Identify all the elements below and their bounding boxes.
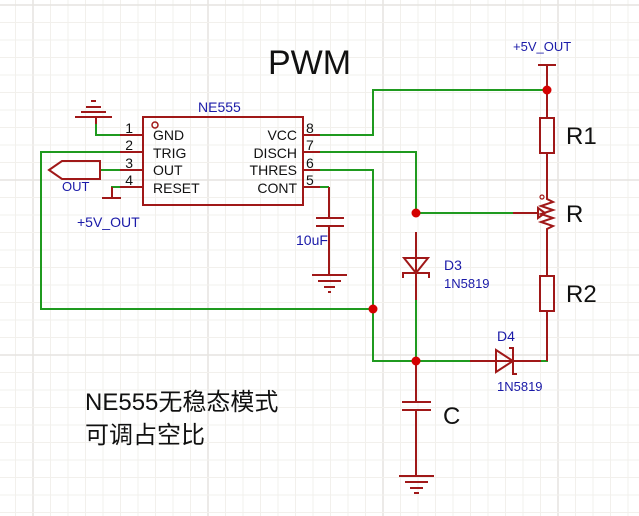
note-line-1: NE555无稳态模式 (85, 389, 278, 416)
pin-label-disch: DISCH (253, 145, 297, 161)
pin-label-thres: THRES (250, 162, 297, 178)
vcc-power-label: +5V_OUT (513, 39, 571, 54)
wire-trig-loop[interactable] (40, 151, 373, 310)
pin-label-cont: CONT (257, 180, 297, 196)
ground-symbol-cont[interactable] (312, 274, 347, 293)
ne555-ic[interactable]: NE555 1 2 3 4 GND TRIG OUT RESET 8 7 6 5… (120, 99, 320, 206)
pin-label-trig: TRIG (153, 145, 186, 161)
pin-num-5: 5 (306, 172, 314, 188)
junction-cap (411, 356, 421, 366)
diode-d4-ref: D4 (497, 328, 515, 344)
pin-num-3: 3 (125, 155, 133, 171)
pin-label-gnd: GND (153, 127, 184, 143)
junction-vcc (542, 85, 552, 95)
out-port[interactable]: OUT (47, 160, 101, 194)
ic-body[interactable] (142, 116, 304, 206)
capacitor-c-label: C (443, 403, 460, 430)
schematic-title: PWM (268, 44, 351, 82)
junction-trig (368, 304, 378, 314)
wires (40, 89, 548, 362)
diode-d3[interactable]: D3 1N5819 (401, 232, 490, 300)
pin-num-1: 1 (125, 120, 133, 136)
potentiometer-r-label: R (566, 201, 583, 228)
pin-num-2: 2 (125, 137, 133, 153)
wire-gnd-pin1[interactable] (95, 118, 120, 136)
pin-label-vcc: VCC (267, 127, 297, 143)
junction-disch (411, 208, 421, 218)
reset-power-flag[interactable]: +5V_OUT (77, 187, 140, 230)
pin1-marker (151, 121, 159, 129)
resistor-r1[interactable]: R1 (539, 90, 597, 196)
pin-num-6: 6 (306, 155, 314, 171)
ground-symbol-c[interactable] (399, 475, 434, 494)
pin-label-reset: RESET (153, 180, 200, 196)
pin-num-4: 4 (125, 172, 133, 188)
reset-power-label: +5V_OUT (77, 214, 140, 230)
ground-symbol-ic[interactable] (75, 100, 112, 124)
resistor-r1-label: R1 (566, 123, 597, 150)
capacitor-10uf[interactable]: 10uF (296, 187, 344, 274)
wire-reset-pin4[interactable] (111, 186, 120, 198)
ic-name: NE555 (198, 99, 241, 115)
resistor-r2[interactable]: R2 (539, 232, 597, 361)
diode-d4[interactable]: D4 1N5819 (470, 328, 543, 394)
pin-num-7: 7 (306, 137, 314, 153)
diode-d3-value: 1N5819 (444, 276, 490, 291)
wire-thres-pin6[interactable] (320, 169, 548, 362)
out-port-flag[interactable] (47, 160, 101, 180)
vcc-power-flag[interactable]: +5V_OUT (513, 39, 571, 90)
diode-d3-ref: D3 (444, 257, 462, 273)
capacitor-c[interactable]: C (402, 361, 460, 476)
junctions (368, 85, 552, 366)
diode-d4-value: 1N5819 (497, 379, 543, 394)
potentiometer-r[interactable]: R (513, 194, 583, 232)
wire-disch-pin7[interactable] (320, 151, 528, 214)
pin-num-8: 8 (306, 120, 314, 136)
pin-label-out: OUT (153, 162, 183, 178)
capacitor-10uf-label: 10uF (296, 232, 328, 248)
out-port-label: OUT (62, 179, 90, 194)
wire-vcc-pin8[interactable] (320, 89, 547, 136)
note-line-2: 可调占空比 (85, 422, 205, 449)
resistor-r2-label: R2 (566, 281, 597, 308)
